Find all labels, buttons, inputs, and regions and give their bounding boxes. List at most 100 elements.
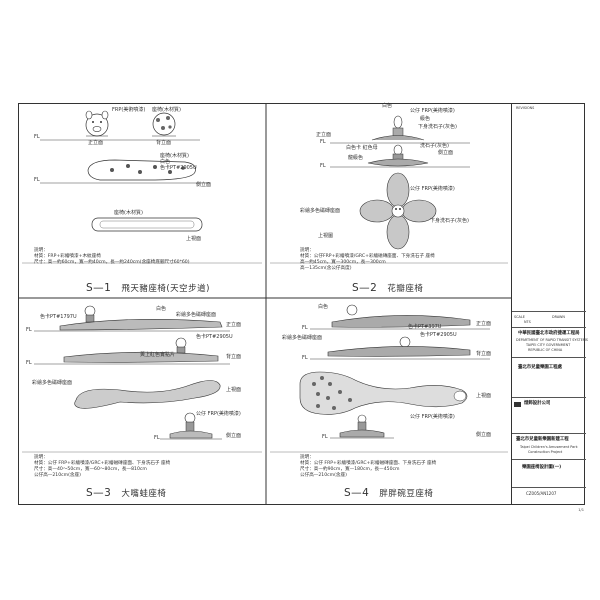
drawing-title: 樂園座椅設計圖(一) (522, 465, 562, 470)
s1-side-label: 側立面 (196, 182, 212, 188)
s4-pea-side (310, 336, 490, 360)
tb-divider (512, 397, 586, 398)
s2-title-text: 花瓣座椅 (387, 284, 424, 294)
s4-notes-heading: 說明： (300, 455, 314, 460)
s3-seat-label: 彩繪多色磁磚座面 (32, 380, 73, 386)
tb-divider (512, 487, 586, 488)
s1-title-text: 飛天豬座椅(天空步道) (121, 284, 210, 294)
tb-divider (512, 357, 586, 358)
s3-number: S—3 (86, 487, 112, 499)
s4-pantone2-label: 色卡PT#2905U (420, 332, 457, 338)
scale-value: NTS (524, 320, 531, 324)
s1-notes-heading: 說明： (34, 248, 48, 253)
s3-front-label: 正立面 (226, 322, 242, 328)
tb-divider (512, 311, 586, 312)
s1-front-label: 正立面 (88, 140, 104, 146)
s1-title: S—1 飛天豬座椅(天空步道) (86, 282, 210, 294)
s1-plan-label: 上視面 (186, 236, 202, 242)
s3-pantone1-label: 色卡PT#1797U (40, 314, 77, 320)
s3-frp-label: 公仔 FRP(美術噴漆) (196, 411, 241, 417)
s1-fl2-label: FL (34, 177, 40, 183)
title-block: REVISIONS SCALE NTS DRAWN 中華民國臺北市政府捷運工程局… (511, 103, 588, 505)
consultant-name: 臺北市兒童樂園工程處 (518, 365, 562, 370)
s4-fl3-label: FL (322, 434, 328, 440)
s4-mosaic-label: 彩繪多色磁磚座面 (282, 335, 323, 341)
designer-name: 燈飾設計公司 (524, 401, 551, 406)
s1-seat2-label: 座椅(木材質) (114, 210, 143, 216)
scale-label: SCALE (514, 315, 525, 319)
s1-notes-size: 尺寸：高—約60cm，寬—約40cm，長—約240cm(含座椅底腳尺寸60*60… (34, 260, 190, 265)
s2-notes-heading: 說明： (300, 248, 314, 253)
s4-white-label: 白色 (318, 304, 329, 310)
s3-frog-plan (74, 380, 221, 409)
s1-pig-back (152, 112, 176, 137)
s3-plan-label: 上視面 (226, 387, 242, 393)
s2-plan-grc-label: 彩繪多色磁磚座面 (300, 208, 341, 214)
s4-number: S—4 (344, 487, 370, 499)
s3-mosaic-label: 彩繪多色磁磚座面 (176, 312, 217, 318)
s3-fl3-label: FL (154, 435, 160, 441)
s3-notes-size2: 公仔高—210cm(含座) (34, 473, 81, 478)
s3-notes-heading: 說明： (34, 455, 48, 460)
s3-title: S—3 大嘴蛙座椅 (86, 487, 166, 499)
s3-fl1-label: FL (26, 327, 32, 333)
s4-notes-material: 材質：公仔 FRP+彩繪噴漆/GRC+彩繪磁磚座面、下身洗石子 座椅 (300, 461, 437, 466)
department-en-2: TAIPEI CITY GOVERNMENT (526, 343, 571, 347)
tb-divider (512, 433, 586, 434)
s3-frog-back (34, 337, 230, 365)
s4-frp-label: 公仔 FRP(美術噴漆) (410, 414, 455, 420)
page-number: 1/1 (578, 508, 584, 512)
revisions-label: REVISIONS (516, 106, 535, 110)
s4-pea-front (310, 304, 490, 330)
s3-frog-front (34, 305, 230, 332)
s2-front-label: 正立面 (316, 132, 332, 138)
s2-frp-label: 公仔 FRP(美術噴漆) (410, 108, 455, 114)
s2-seat-color-label: 龍級色 (348, 155, 364, 161)
drawn-label: DRAWN (552, 315, 565, 319)
s3-notes-material: 材質：公仔 FRP+彩繪噴漆/GRC+彩繪磁磚座面、下身洗石子 座椅 (34, 461, 171, 466)
s4-fl1-label: FL (302, 325, 308, 331)
s2-mosaic-label: 洗石子(灰色) (420, 143, 449, 149)
s1-back-label: 背立面 (156, 140, 172, 146)
s1-wood-top-label: 座椅(木材質) (152, 107, 181, 113)
s3-pantone2-label: 色卡PT#2905U (196, 334, 233, 340)
s1-plan (91, 217, 203, 232)
project-en-2: Construction Project (528, 450, 563, 454)
s4-title-text: 胖胖碗豆座椅 (379, 489, 434, 499)
department-en-3: REPUBLIC OF CHINA (528, 348, 563, 352)
s3-frog-side (160, 412, 222, 440)
s2-fl2-label: FL (320, 163, 326, 169)
s2-seat-label: 白色卡 紅色母 (346, 145, 378, 151)
s2-flower-plan (359, 172, 437, 250)
s4-title: S—4 胖胖碗豆座椅 (344, 487, 433, 499)
sheet-frame (18, 103, 585, 505)
s3-title-text: 大嘴蛙座椅 (121, 489, 167, 499)
s1-pig-side (40, 159, 210, 184)
s4-pea-plan (299, 371, 468, 415)
s4-plan-label: 上視面 (476, 393, 492, 399)
s4-pantone1-label: 色卡PT#397U (408, 324, 442, 330)
department-en-1: DEPARTMENT OF RAPID TRANSIT SYSTEMS (516, 338, 588, 342)
s4-side-label: 背立面 (476, 351, 492, 357)
s3-notes-size1: 尺寸：高—40～50cm，寬—60～80cm，長—810cm (34, 467, 147, 472)
s2-side1-label: 側立面 (438, 150, 454, 156)
s2-plan-stone-label: 下身洗石子(灰色) (430, 218, 469, 224)
s1-notes-material: 材質：FRP+彩繪噴漆+木紋座椅 (34, 254, 101, 259)
project-cn: 臺北市兒童新樂園新建工程 (516, 437, 569, 442)
s2-plan-frp-label: 公仔 FRP(美術噴漆) (410, 186, 455, 192)
s1-frp-label: FRP(美術噴漆) (112, 107, 146, 113)
s4-pea-side2 (330, 414, 394, 439)
s1-number: S—1 (86, 282, 112, 294)
s4-side2-label: 側立面 (476, 432, 492, 438)
project-en-1: Taipei Children's Amusement Park (520, 445, 578, 449)
s1-seat-label: 座椅(木材質) (160, 153, 189, 159)
s4-fl2-label: FL (302, 355, 308, 361)
s2-stone-label: 下身洗石子(灰色) (418, 124, 457, 130)
s1-pig-front (85, 110, 109, 137)
tb-divider (512, 327, 586, 328)
s2-notes-size2: 高—135cm(含公仔高度) (300, 266, 352, 271)
s4-notes-size1: 尺寸：高—約90cm，寬—180cm，長—450cm (300, 467, 400, 472)
